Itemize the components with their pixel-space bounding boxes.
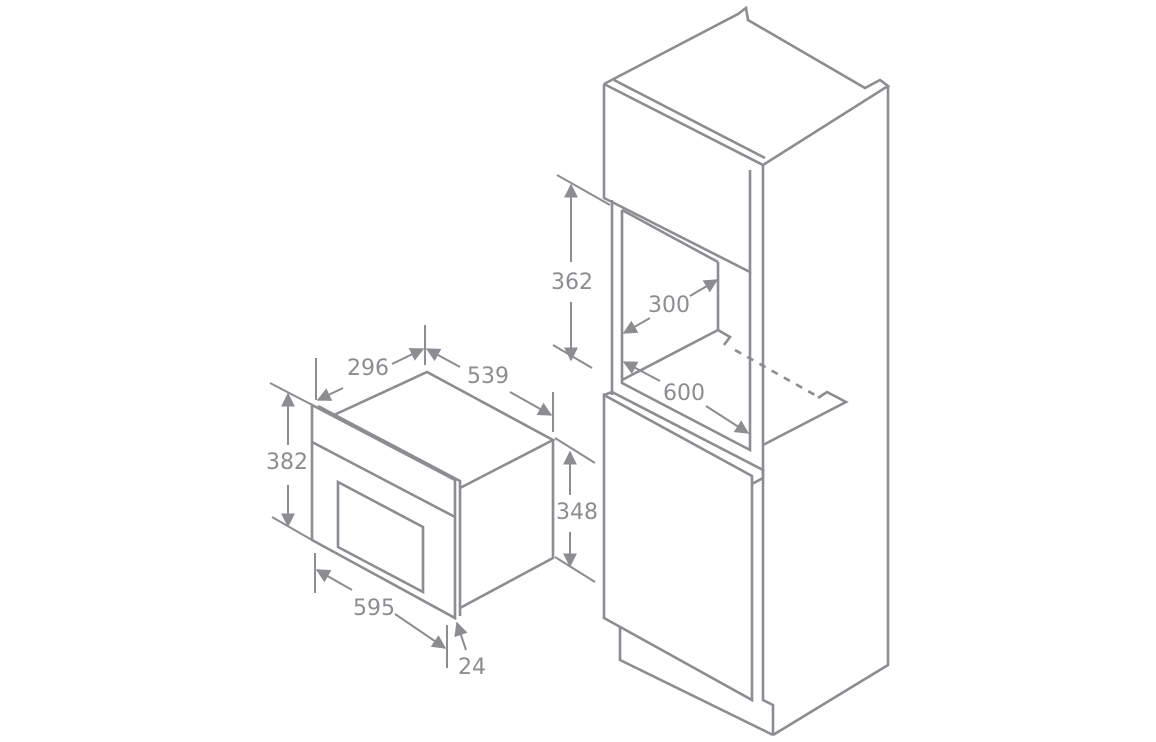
oven-body-side xyxy=(459,440,555,610)
cabinet-top xyxy=(603,5,891,167)
cabinet-drawing xyxy=(602,5,891,737)
dim-label-539: 539 xyxy=(467,364,509,389)
niche-back-dashed xyxy=(734,348,816,397)
oven-dimensions: 296 539 382 348 595 24 xyxy=(266,325,598,680)
dim-label-600: 600 xyxy=(663,381,705,406)
niche-dimensions: 362 300 600 xyxy=(551,174,750,434)
dim-label-296: 296 xyxy=(347,356,389,381)
oven-front-panel xyxy=(310,402,457,621)
oven-drawing xyxy=(310,370,556,621)
oven-control-band xyxy=(311,440,456,519)
cabinet-side xyxy=(772,86,890,737)
oven-window xyxy=(336,479,425,595)
dim-label-595: 595 xyxy=(353,596,395,621)
oven-body-top xyxy=(333,370,556,490)
dim-label-24: 24 xyxy=(458,655,486,680)
cabinet-upper-door xyxy=(602,84,752,275)
dim-label-348: 348 xyxy=(556,500,598,525)
dim-label-300: 300 xyxy=(648,293,690,318)
cabinet-lower-door xyxy=(602,392,754,703)
dim-label-362: 362 xyxy=(551,270,593,295)
dim-label-382: 382 xyxy=(266,450,308,475)
cabinet-plinth xyxy=(618,626,774,737)
